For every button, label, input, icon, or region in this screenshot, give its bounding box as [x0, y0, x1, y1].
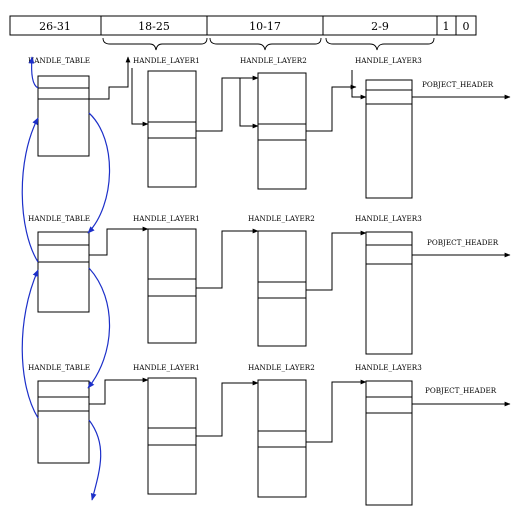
pointer-arrow: [306, 84, 357, 132]
bit-label-26-31: 26-31: [39, 20, 71, 33]
bit-label-18-25: 18-25: [138, 20, 170, 33]
pointer-arrow: [196, 75, 259, 132]
handle-layer1-box: [147, 228, 197, 344]
object-header-label: POBJECT_HEADER: [422, 80, 494, 89]
bit-field-header: 26-31 18-25 10-17 2-9 1 0: [9, 15, 477, 36]
link-arrow: [87, 112, 111, 234]
bit-label-2-9: 2-9: [371, 20, 389, 33]
pointer-arrow: [306, 379, 367, 443]
table-link-arrows: [21, 56, 111, 501]
handle-table-label: HANDLE_TABLE: [28, 56, 90, 65]
handle-table-box: [37, 231, 90, 313]
handle-table-box: [37, 75, 90, 157]
bit-label-1: 1: [443, 20, 450, 33]
link-arrow: [21, 269, 39, 419]
brace-2-9: [325, 37, 435, 51]
handle-layer1-label: HANDLE_LAYER1: [133, 363, 200, 372]
bit-label-10-17: 10-17: [249, 20, 281, 33]
handle-chain-2: HANDLE_TABLE HANDLE_LAYER1 HANDLE_LAYER2…: [28, 214, 511, 355]
handle-layer2-box: [257, 230, 307, 347]
brace-10-17: [209, 37, 322, 51]
bit-field-braces: [102, 37, 435, 51]
handle-layer3-label: HANDLE_LAYER3: [355, 214, 422, 223]
handle-layer3-box: [365, 79, 413, 199]
handle-table-box: [37, 380, 90, 464]
handle-layer3-label: HANDLE_LAYER3: [355, 363, 422, 372]
handle-layer2-box: [257, 72, 307, 190]
pointer-arrow: [351, 70, 367, 100]
pointer-arrow: [131, 68, 149, 127]
handle-table-label: HANDLE_TABLE: [28, 214, 90, 223]
handle-layer2-label: HANDLE_LAYER2: [248, 363, 315, 372]
link-arrow: [21, 117, 39, 263]
brace-18-25: [102, 37, 208, 51]
object-header-label: POBJECT_HEADER: [425, 386, 497, 395]
handle-layer3-label: HANDLE_LAYER3: [355, 56, 422, 65]
pointer-arrow: [196, 380, 259, 437]
pointer-arrow: [239, 78, 259, 129]
pointer-arrow: [89, 56, 131, 100]
handle-layer1-label: HANDLE_LAYER1: [133, 214, 200, 223]
handle-layer3-box: [365, 380, 413, 506]
pointer-arrow: [89, 377, 149, 405]
pointer-arrow: [306, 230, 367, 291]
pointer-arrow: [196, 228, 259, 289]
handle-layer1-box: [147, 70, 197, 188]
handle-chain-1: HANDLE_TABLE HANDLE_LAYER1 HANDLE_LAYER2…: [28, 56, 511, 199]
handle-layer1-label: HANDLE_LAYER1: [133, 56, 200, 65]
handle-chain-3: HANDLE_TABLE HANDLE_LAYER1 HANDLE_LAYER2…: [28, 363, 511, 506]
bit-label-0: 0: [463, 20, 470, 33]
handle-layer2-label: HANDLE_LAYER2: [240, 56, 307, 65]
link-arrow: [88, 419, 102, 501]
handle-layer1-box: [147, 377, 197, 495]
handle-layer3-box: [365, 231, 413, 355]
bit-cell-0: [455, 15, 477, 36]
handle-layer2-box: [257, 379, 307, 498]
pointer-arrow: [89, 226, 149, 256]
handle-layer2-label: HANDLE_LAYER2: [248, 214, 315, 223]
link-arrow: [87, 267, 111, 389]
handle-table-label: HANDLE_TABLE: [28, 363, 90, 372]
object-header-label: POBJECT_HEADER: [427, 238, 499, 247]
link-arrow: [28, 56, 39, 89]
